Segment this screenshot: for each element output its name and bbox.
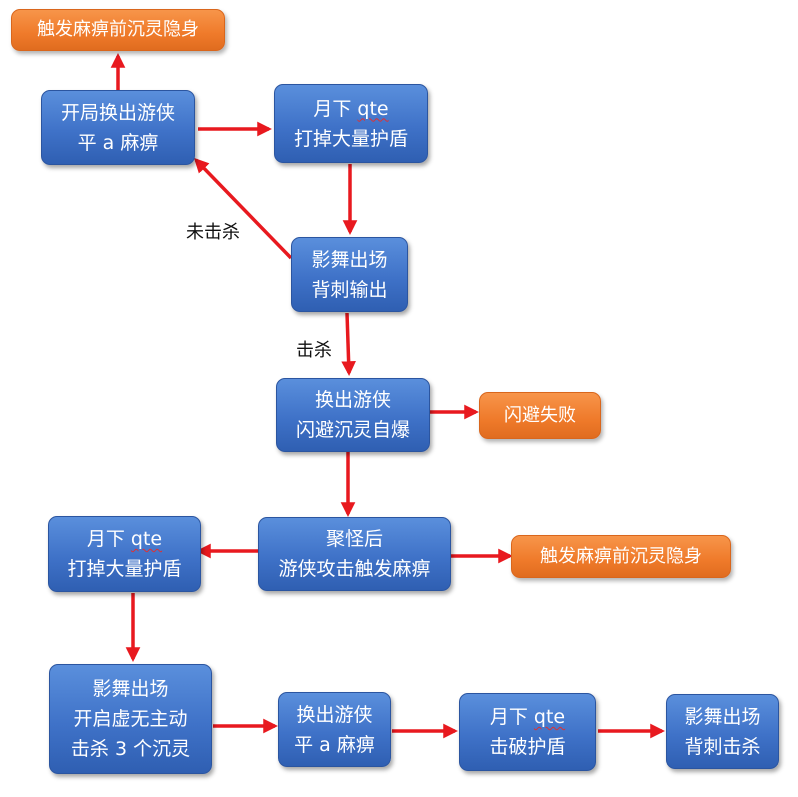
qte-text: qte [357,97,389,120]
node-moon-qte-break-shield-3: 月下 qte 击破护盾 [459,693,596,771]
node-line: 月下 qte [87,524,162,554]
node-line: 击破护盾 [489,736,566,758]
node-line: 背刺输出 [311,278,388,301]
outcome-text: 闪避失败 [504,404,576,426]
node-line: 影舞出场 [684,705,761,728]
node-line-pre: 月下 [489,706,534,728]
outcome-text: 触发麻痹前沉灵隐身 [37,19,199,40]
node-moon-qte-break-shield-2: 月下 qte 打掉大量护盾 [48,516,201,592]
node-line: 平 a 麻痹 [77,131,159,154]
node-line: 闪避沉灵自爆 [295,419,410,441]
node-moon-qte-break-shield: 月下 qte 打掉大量护盾 [274,84,428,163]
outcome-dodge-failed: 闪避失败 [479,392,601,439]
node-line: 月下 qte [313,94,388,124]
arrow-not-killed-back-to-start [193,157,293,260]
edge-label-killed: 击杀 [296,340,332,361]
node-line: 打掉大量护盾 [293,127,408,150]
node-line: 影舞出场 [92,678,169,700]
node-line: 影舞出场 [311,248,388,271]
node-line: 开启虚无主动 [73,708,188,730]
node-shadow-dance-backstab-kill: 影舞出场 背刺击杀 [666,694,779,769]
outcome-text: 触发麻痹前沉灵隐身 [540,545,702,567]
node-swap-ranger-dodge: 换出游侠 闪避沉灵自爆 [276,378,430,452]
node-line: 击杀 3 个沉灵 [70,738,191,760]
node-line: 游侠攻击触发麻痹 [278,558,431,580]
outcome-stealth-before-paralysis-top: 触发麻痹前沉灵隐身 [11,9,225,51]
node-line: 月下 qte [490,702,565,732]
node-start-swap-ranger: 开局换出游侠 平 a 麻痹 [41,90,195,165]
node-shadow-dance-backstab: 影舞出场 背刺输出 [291,237,408,312]
node-gather-trigger-paralysis: 聚怪后 游侠攻击触发麻痹 [258,517,451,591]
node-line-pre: 月下 [313,97,358,120]
arrow-killed-to-swap-ranger [341,312,356,376]
node-line: 换出游侠 [296,703,373,726]
outcome-stealth-before-paralysis-right: 触发麻痹前沉灵隐身 [511,535,731,578]
node-line: 换出游侠 [314,389,391,411]
qte-text: qte [130,528,163,550]
node-line: 背刺击杀 [684,735,761,758]
edge-label-not-killed: 未击杀 [186,222,240,243]
node-shadow-dance-void-kill: 影舞出场 开启虚无主动 击杀 3 个沉灵 [49,664,212,774]
node-line-pre: 月下 [86,528,131,550]
node-line: 聚怪后 [325,528,383,550]
node-line: 打掉大量护盾 [67,558,182,580]
qte-text: qte [533,706,566,728]
node-line: 平 a 麻痹 [294,733,375,756]
node-swap-ranger-paralysis-2: 换出游侠 平 a 麻痹 [278,692,391,767]
node-line: 开局换出游侠 [60,101,175,124]
